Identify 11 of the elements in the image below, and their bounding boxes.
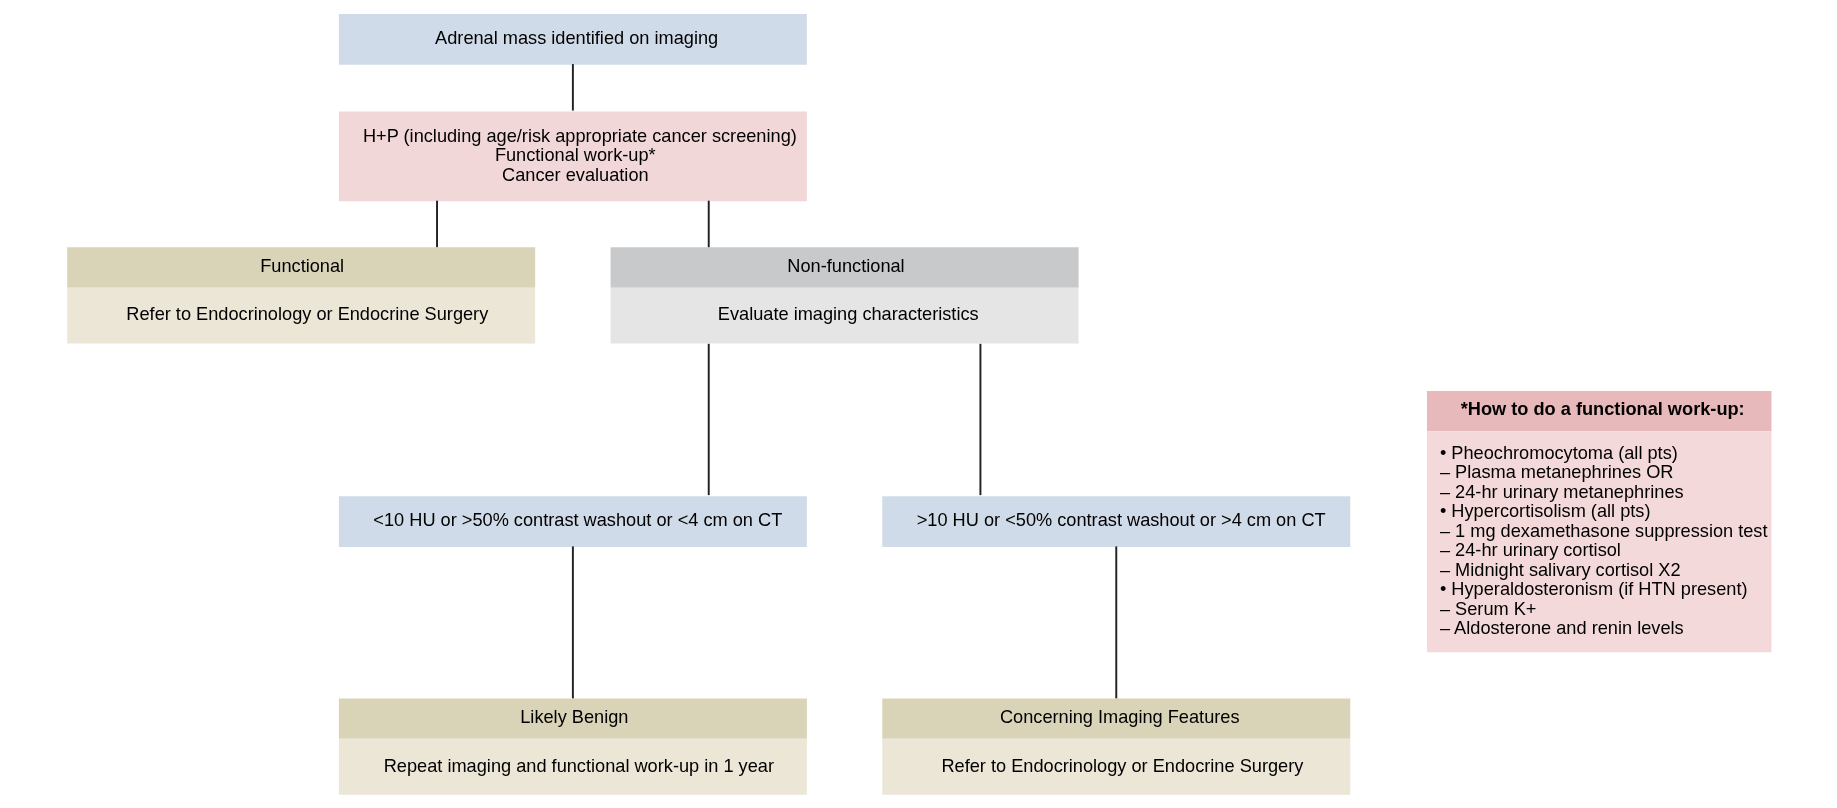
connector bbox=[707, 342, 710, 497]
node-box: Adrenal mass identified on imaging bbox=[338, 14, 807, 65]
connector bbox=[978, 342, 981, 497]
connector bbox=[435, 199, 438, 249]
node-box: <10 HU or >50% contrast washout or <4 cm on CT bbox=[338, 496, 807, 547]
node-box: H+P (including age/risk appropriate cancer screening) Functional work-up* Cancer evaluation bbox=[338, 111, 807, 202]
connector bbox=[571, 545, 574, 700]
node-box: >10 HU or <50% contrast washout or >4 cm on CT bbox=[881, 496, 1350, 547]
connector bbox=[1114, 545, 1117, 700]
connector bbox=[571, 63, 574, 112]
connector bbox=[707, 199, 710, 249]
